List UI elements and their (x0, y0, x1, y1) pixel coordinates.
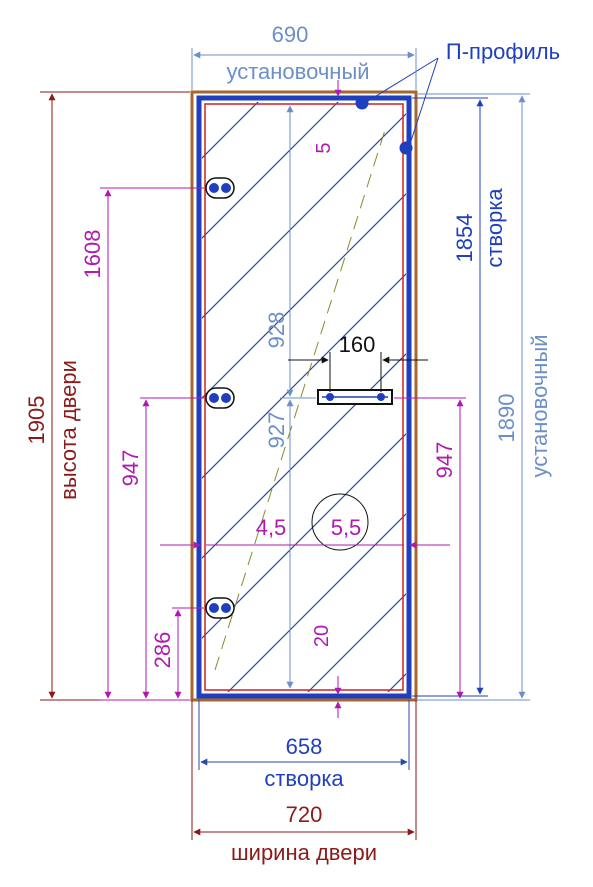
detail-circle (311, 493, 369, 551)
dim-label-20: 20 (311, 625, 333, 647)
hinge-middle (205, 387, 235, 409)
dim-label-5: 5 (313, 142, 335, 153)
hinge-bottom (205, 597, 235, 619)
dim-label-1890: 1890 (494, 394, 519, 443)
dim-label-45: 4,5 (256, 515, 287, 540)
dim-690 (191, 48, 417, 90)
glass-dash-line (214, 129, 386, 671)
profile-marker-side (399, 141, 413, 155)
leaf-outline (196, 95, 412, 699)
dim-720 (191, 700, 417, 840)
dim-1890 (418, 93, 530, 701)
dim-928-927 (280, 105, 316, 689)
dim-label-286: 286 (150, 632, 175, 669)
label-stvorka-bottom: створка (264, 766, 344, 791)
dim-label-1608: 1608 (80, 230, 105, 279)
dim-label-720: 720 (286, 802, 323, 827)
profile-marker-top (355, 96, 369, 110)
label-ustanovochny-top: установочный (226, 59, 369, 84)
inner-red-line (204, 103, 404, 691)
dim-label-55: 5,5 (331, 515, 362, 540)
dim-label-927: 927 (264, 412, 289, 449)
dim-160 (288, 352, 428, 392)
dim-label-1905: 1905 (24, 396, 49, 445)
handle (317, 389, 393, 405)
dim-286 (172, 607, 204, 699)
dim-947-left (140, 397, 204, 699)
profile-leader-1 (367, 57, 439, 102)
dim-label-1854: 1854 (452, 214, 477, 263)
dim-947-right (394, 397, 466, 699)
dim-label-160: 160 (339, 332, 376, 357)
door-frame (190, 90, 418, 702)
dim-label-947-right: 947 (432, 442, 457, 479)
label-vysota-dveri: высота двери (56, 360, 81, 500)
label-shirina-dveri: ширина двери (231, 840, 377, 865)
dim-label-658: 658 (286, 734, 323, 759)
dim-658 (198, 700, 410, 770)
dim-label-690: 690 (272, 22, 309, 47)
dim-1854 (412, 97, 488, 697)
label-ustanovochny-right: установочный (527, 334, 552, 477)
profile-leader-2 (409, 57, 439, 145)
hinge-top (205, 177, 235, 199)
dim-label-928: 928 (264, 312, 289, 349)
dim-1608 (100, 187, 204, 701)
dim-label-947-left: 947 (118, 450, 143, 487)
label-stvorka-right: створка (482, 188, 507, 268)
label-profile: П-профиль (446, 39, 560, 64)
